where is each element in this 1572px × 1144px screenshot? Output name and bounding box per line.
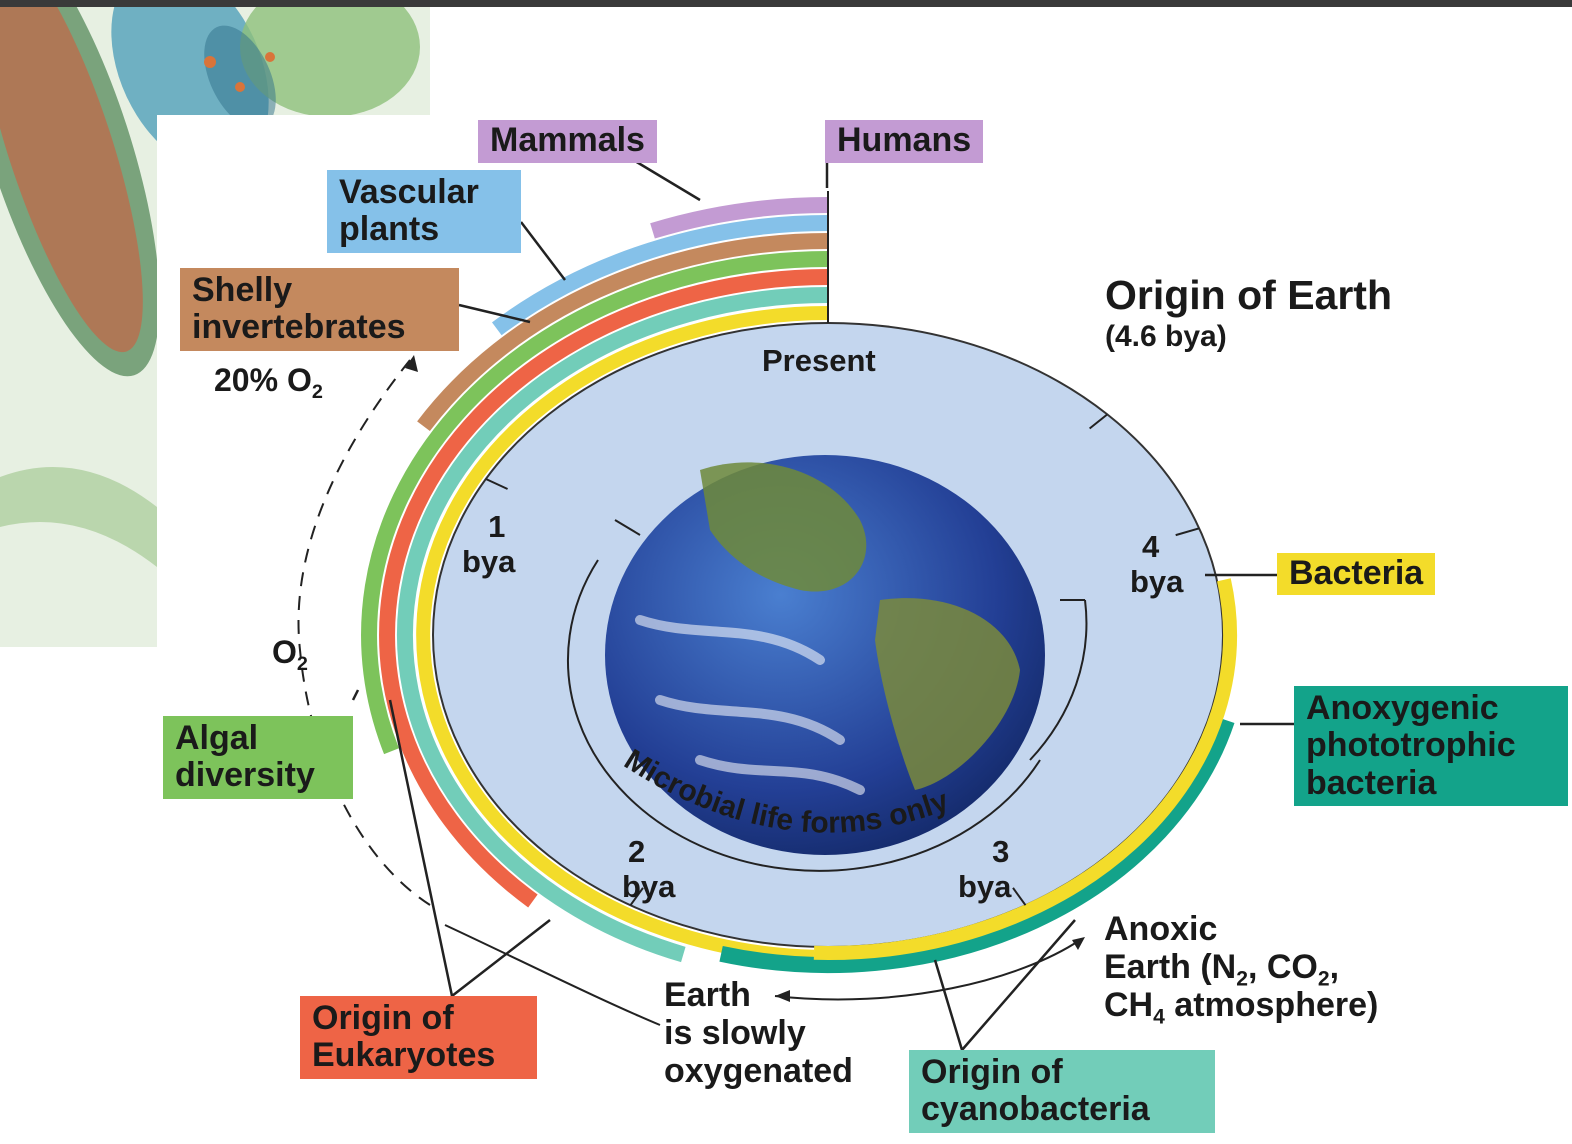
leader-shelly [458, 303, 531, 324]
origin-of-cyanobacteria-label-line2: cyanobacteria [921, 1090, 1150, 1129]
anoxic-line2: Earth (N2, CO2, [1104, 948, 1340, 991]
oxygenated-line1: Earth [664, 976, 751, 1014]
tick-4 [1175, 527, 1200, 537]
mammals-label: Mammals [490, 121, 645, 159]
anoxic-arrowhead [1072, 937, 1085, 950]
mammals-box: Mammals [478, 120, 657, 164]
vascular-plants-label-line2: plants [339, 210, 440, 249]
clouds [635, 615, 865, 795]
present-label: Present [762, 343, 876, 378]
leader-eukaryotes [388, 699, 551, 997]
band-7 [416, 306, 829, 964]
leader-vascular [520, 221, 566, 281]
vascular-plants-label-line1: Vascular [339, 173, 479, 211]
band-2 [492, 215, 829, 336]
origin-of-cyanobacteria-label-line1: Origin of [921, 1053, 1063, 1091]
microbial-bracket [567, 519, 1088, 872]
origin-of-eukaryotes-box: Origin of Eukaryotes [300, 996, 537, 1079]
tick-2 [629, 887, 644, 906]
anoxygenic-label-line3: bacteria [1306, 763, 1437, 802]
vascular-plants-box: Vascular plants [327, 170, 521, 253]
anoxygenic-phototrophic-bacteria-box: Anoxygenic phototrophic bacteria [1294, 686, 1568, 807]
shelly-invertebrates-label-line2: invertebrates [192, 308, 406, 347]
leader-cyanobacteria [933, 919, 1076, 1051]
oxygen-arrowhead [405, 355, 418, 372]
oxygenation-curve [444, 924, 661, 1026]
land-south-america [875, 598, 1020, 790]
origin-of-earth-title: Origin of Earth [1105, 272, 1392, 318]
shelly-invertebrates-label-line1: Shelly [192, 271, 293, 309]
oxygen-dashed-arc [297, 359, 431, 906]
bacteria-box: Bacteria [1277, 553, 1436, 596]
origin-of-cyanobacteria-box: Origin of cyanobacteria [909, 1050, 1215, 1133]
bacteria-label: Bacteria [1289, 554, 1424, 592]
band-anoxygenic [719, 717, 1235, 973]
anoxic-line3: CH4 atmosphere) [1104, 986, 1379, 1029]
band-bacteria-right [813, 578, 1237, 960]
algal-diversity-label-line2: diversity [175, 756, 315, 795]
tick-1 [485, 478, 508, 490]
tick-3 [1012, 887, 1027, 906]
origin-of-eukaryotes-label-line2: Eukaryotes [312, 1036, 496, 1075]
origin-of-eukaryotes-label-line1: Origin of [312, 999, 454, 1037]
top-bar [0, 0, 1572, 7]
twenty-percent-o2-label: 20% O2 [214, 362, 323, 403]
shelly-invertebrates-box: Shelly invertebrates [180, 268, 459, 351]
earth-slowly-oxygenated-label: Earth is slowly oxygenated [664, 976, 853, 1090]
leader-mammals [629, 156, 701, 202]
anoxygenic-label-line2: phototrophic [1306, 726, 1516, 765]
algal-diversity-label-line1: Algal [175, 719, 259, 757]
anoxic-line1: Anoxic [1104, 910, 1218, 948]
band-6 [396, 287, 829, 963]
origin-of-earth-subtitle: (4.6 bya) [1105, 320, 1227, 353]
algal-diversity-box: Algal diversity [163, 716, 353, 799]
earth-arrowhead [775, 990, 790, 1002]
oxygenated-line3: oxygenated [664, 1052, 853, 1091]
band-3 [417, 233, 829, 432]
leader-algal [351, 689, 360, 701]
band-0 [650, 196, 829, 239]
anoxygenic-label-line1: Anoxygenic [1306, 689, 1499, 727]
anoxic-curve [774, 939, 1081, 1001]
land-north-america [700, 462, 867, 592]
tick-origin [1089, 413, 1108, 430]
anoxic-earth-label: Anoxic Earth (N2, CO2, CH4 atmosphere) [1104, 910, 1379, 1029]
humans-label: Humans [837, 121, 972, 159]
band-5 [379, 269, 829, 908]
oxygenated-line2: is slowly [664, 1014, 806, 1053]
humans-box: Humans [825, 120, 984, 164]
band-4 [361, 251, 829, 755]
o2-label: O2 [272, 634, 308, 675]
